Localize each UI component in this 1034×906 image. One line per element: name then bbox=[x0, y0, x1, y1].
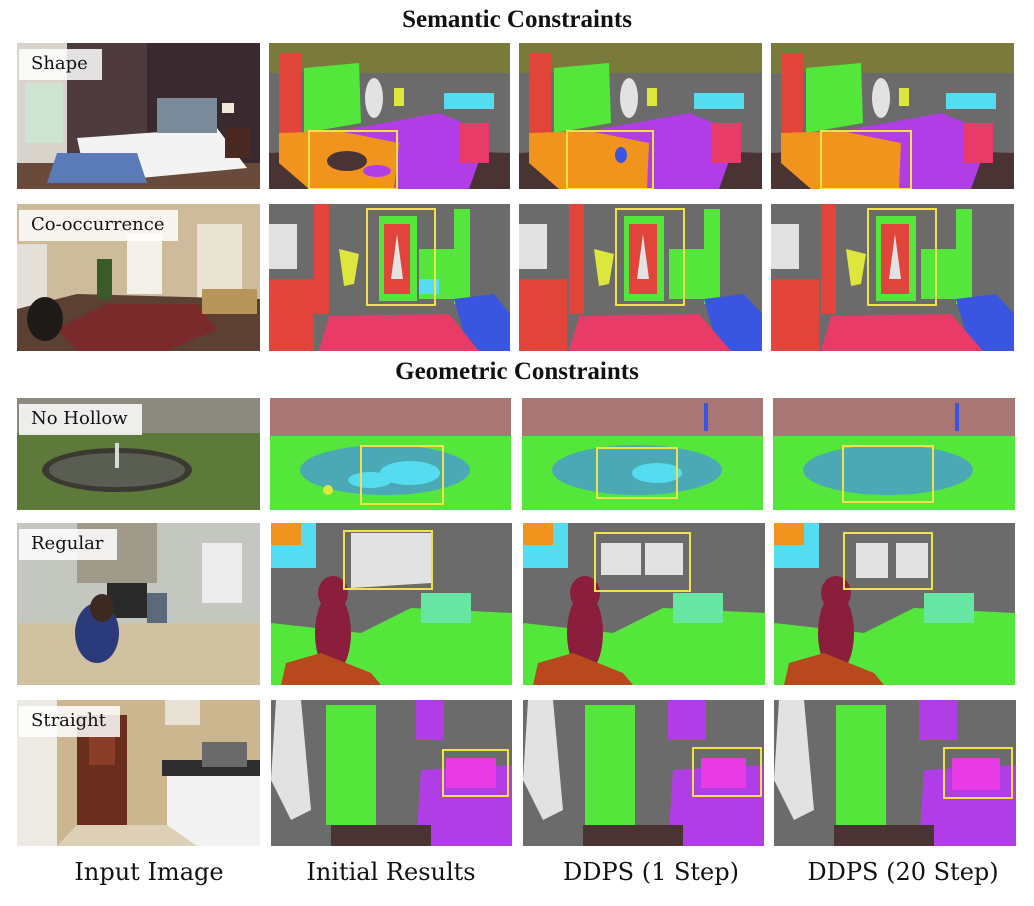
seg-ddps1-co-occurrence bbox=[519, 204, 762, 351]
input-image-bedroom: Shape bbox=[17, 43, 260, 189]
row-shape: Shape bbox=[0, 43, 1034, 189]
input-image-fountain: No Hollow bbox=[17, 398, 260, 510]
row-label-regular: Regular bbox=[19, 529, 118, 560]
row-regular: Regular bbox=[0, 523, 1034, 685]
seg-initial-straight bbox=[271, 700, 512, 846]
row-no-hollow: No Hollow bbox=[0, 398, 1034, 510]
row-label-co-occurrence: Co-occurrence bbox=[19, 210, 179, 241]
row-label-shape: Shape bbox=[19, 49, 102, 80]
row-straight: Straight bbox=[0, 700, 1034, 846]
column-caption-ddps-20-step: DDPS (20 Step) bbox=[807, 858, 999, 886]
column-caption-ddps-1-step: DDPS (1 Step) bbox=[563, 858, 739, 886]
column-caption-input-image: Input Image bbox=[74, 858, 224, 886]
seg-ddps20-no-hollow bbox=[773, 398, 1015, 510]
row-co-occurrence: Co-occurrence bbox=[0, 204, 1034, 351]
seg-initial-shape bbox=[269, 43, 510, 189]
seg-ddps1-regular bbox=[523, 523, 765, 685]
seg-initial-regular bbox=[271, 523, 512, 685]
geometric-constraints-title: Geometric Constraints bbox=[395, 358, 639, 385]
row-label-straight: Straight bbox=[19, 706, 121, 737]
seg-ddps1-no-hollow bbox=[522, 398, 763, 510]
seg-initial-co-occurrence bbox=[269, 204, 510, 351]
seg-initial-no-hollow bbox=[270, 398, 511, 510]
seg-ddps20-regular bbox=[774, 523, 1015, 685]
seg-ddps20-straight bbox=[774, 700, 1016, 846]
seg-ddps1-shape bbox=[519, 43, 762, 189]
seg-ddps1-straight bbox=[523, 700, 764, 846]
seg-ddps20-shape bbox=[771, 43, 1014, 189]
row-label-no-hollow: No Hollow bbox=[19, 404, 142, 435]
input-image-living-room: Co-occurrence bbox=[17, 204, 260, 351]
seg-ddps20-co-occurrence bbox=[771, 204, 1014, 351]
input-image-office: Regular bbox=[17, 523, 260, 685]
column-caption-initial-results: Initial Results bbox=[306, 858, 476, 886]
input-image-kitchen: Straight bbox=[17, 700, 260, 846]
semantic-constraints-title: Semantic Constraints bbox=[402, 6, 632, 33]
